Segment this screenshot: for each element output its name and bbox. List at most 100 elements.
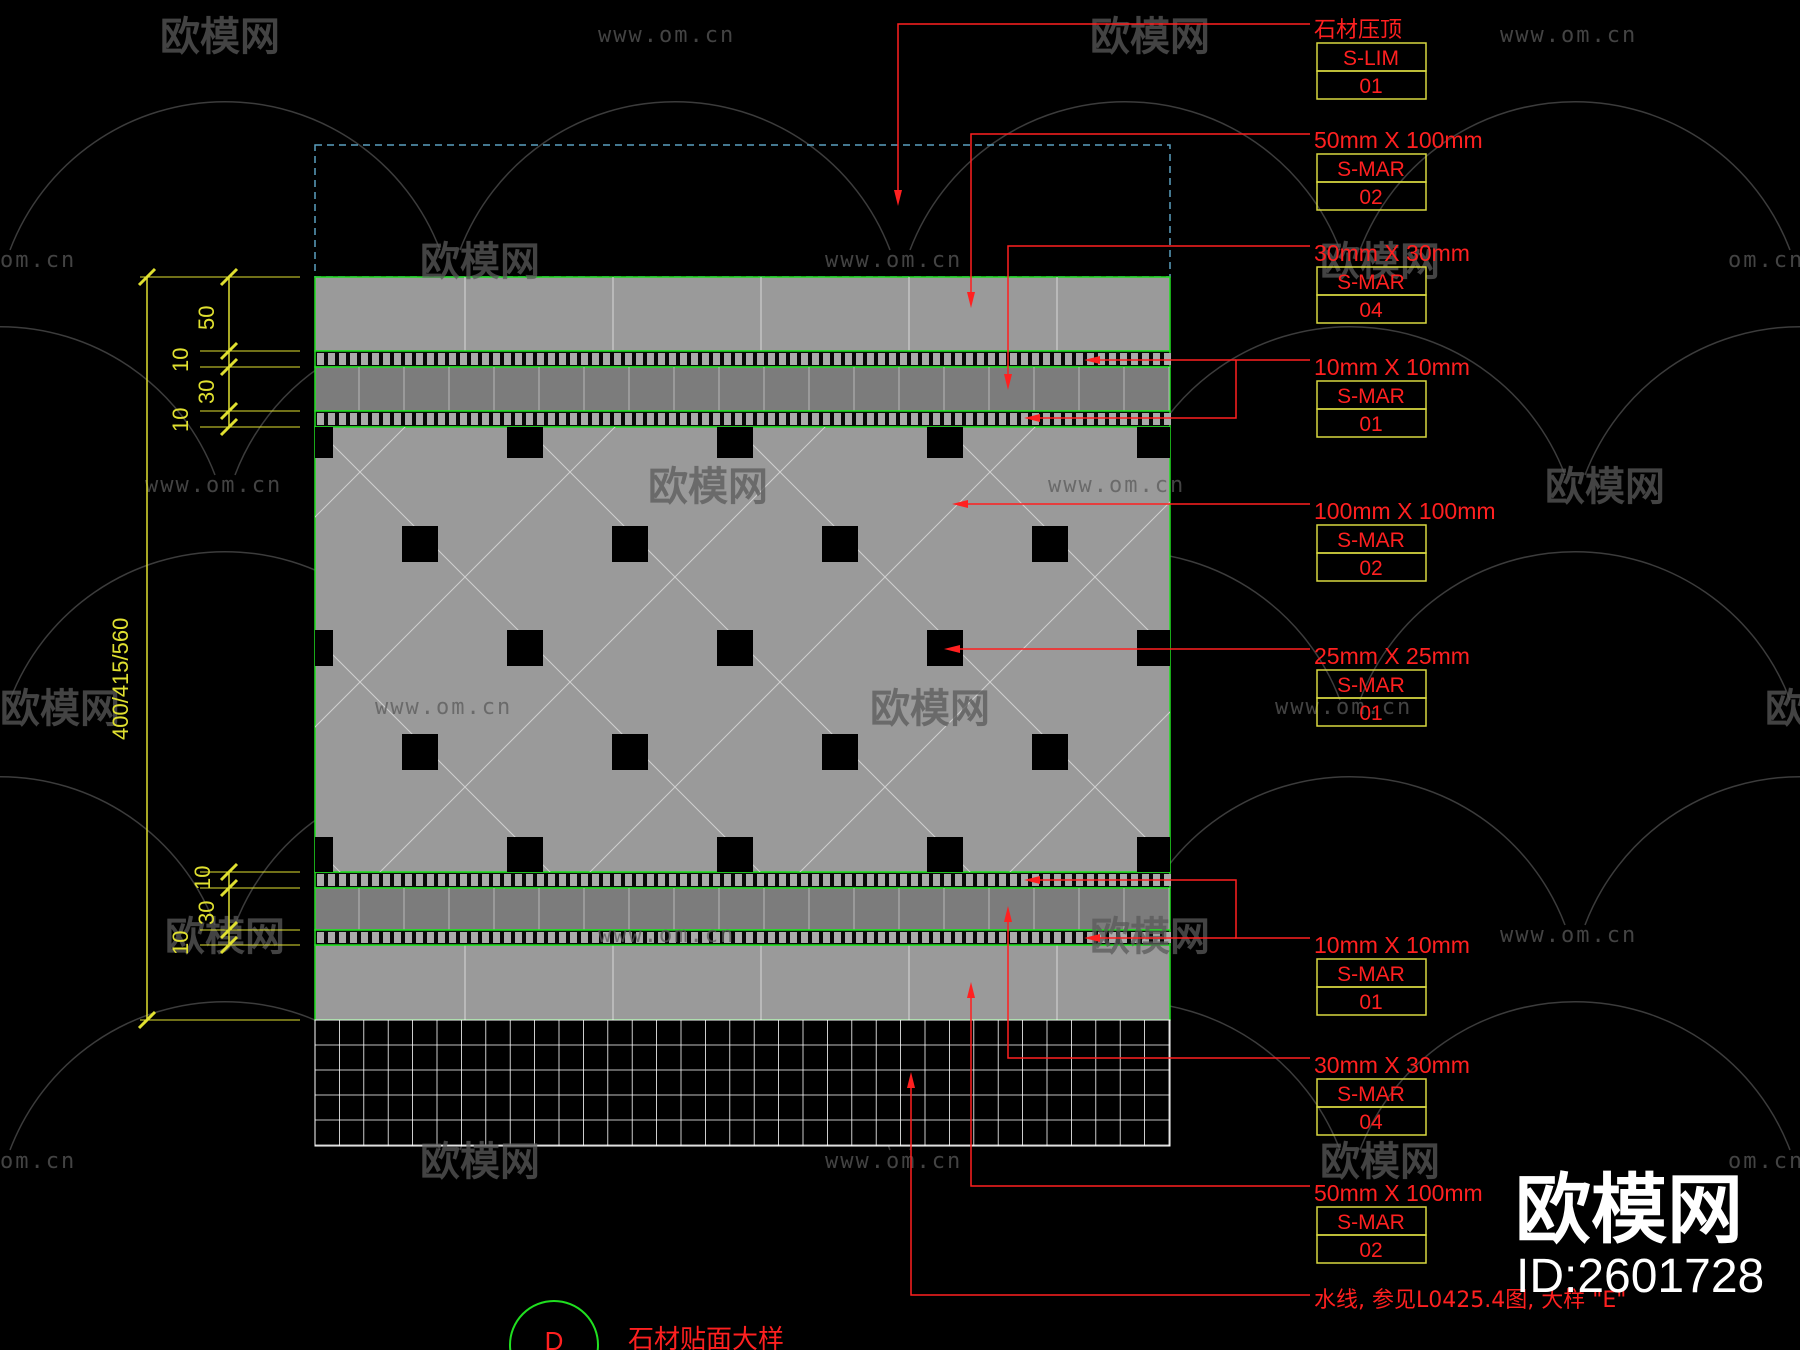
- mosaic-chip: [856, 874, 863, 886]
- diagonal-joint: [1795, 227, 1800, 927]
- leader-arrow: [1004, 374, 1012, 390]
- mosaic-chip: [889, 353, 896, 365]
- dimension-tick: [219, 417, 239, 437]
- mosaic-chip: [867, 932, 874, 943]
- mosaic-chip: [559, 353, 566, 365]
- diagonal-joint: [0, 227, 185, 927]
- callout-code: S-MAR: [1337, 674, 1405, 697]
- mosaic-chip: [1021, 353, 1028, 365]
- mosaic-chip: [603, 413, 610, 425]
- mosaic-chip: [955, 932, 962, 943]
- mosaic-chip: [438, 874, 445, 886]
- callout-num: 01: [1359, 991, 1382, 1014]
- insert-25x25: [315, 427, 333, 458]
- mosaic-chip: [691, 874, 698, 886]
- mosaic-chip: [955, 353, 962, 365]
- mosaic-chip: [471, 413, 478, 425]
- mosaic-chip: [405, 932, 412, 943]
- mosaic-chip: [823, 353, 830, 365]
- mosaic-chip: [735, 932, 742, 943]
- mosaic-chip: [746, 932, 753, 943]
- dimension-bottom-2: 30: [194, 901, 219, 925]
- bottom-grid-zone: [314, 1019, 1171, 1147]
- mosaic-chip: [922, 413, 929, 425]
- mosaic-chip: [636, 932, 643, 943]
- mosaic-chip: [482, 413, 489, 425]
- leader-line: [1007, 922, 1310, 1059]
- mosaic-chip: [812, 932, 819, 943]
- mosaic-chip: [757, 353, 764, 365]
- mosaic-chip: [669, 413, 676, 425]
- leader-arrow: [1084, 356, 1100, 364]
- mosaic-chip: [383, 932, 390, 943]
- mosaic-chip: [1109, 353, 1116, 365]
- mosaic-chip: [570, 353, 577, 365]
- mosaic-chip: [350, 353, 357, 365]
- insert-25x25: [612, 526, 648, 562]
- mosaic-chip: [647, 932, 654, 943]
- callout-box-num: [1316, 294, 1427, 324]
- mosaic-chip: [526, 413, 533, 425]
- callout-box-num: [1316, 552, 1427, 582]
- mosaic-chip: [933, 353, 940, 365]
- mosaic-chip: [999, 932, 1006, 943]
- callout-code: S-MAR: [1337, 271, 1405, 294]
- mosaic-chip: [746, 353, 753, 365]
- mosaic-chip: [1164, 413, 1171, 425]
- mosaic-chip: [1131, 353, 1138, 365]
- diagonal-joint: [1585, 227, 1800, 927]
- watermark-logo: 欧模网: [870, 686, 990, 732]
- mosaic-chip: [790, 874, 797, 886]
- insert-25x25: [822, 526, 858, 562]
- mosaic-chip: [878, 932, 885, 943]
- mosaic-chip: [977, 874, 984, 886]
- mosaic-chip: [460, 413, 467, 425]
- mosaic-chip: [515, 353, 522, 365]
- insert-25x25: [612, 734, 648, 770]
- mosaic-chip: [537, 932, 544, 943]
- callout-num: 04: [1359, 1111, 1383, 1134]
- mosaic-chip: [999, 353, 1006, 365]
- brand-name: 欧模网: [1515, 1165, 1743, 1254]
- mosaic-chip: [779, 874, 786, 886]
- mosaic-chip: [592, 932, 599, 943]
- mosaic-chip: [482, 932, 489, 943]
- mosaic-chip: [944, 413, 951, 425]
- leader-arrow: [967, 292, 975, 308]
- mosaic-chip: [966, 413, 973, 425]
- insert-25x25: [822, 734, 858, 770]
- mosaic-chip: [592, 353, 599, 365]
- mosaic-chip: [834, 413, 841, 425]
- mosaic-chip: [746, 874, 753, 886]
- callout-box-num: [1316, 181, 1427, 211]
- mosaic-chip: [955, 413, 962, 425]
- title-text: 石材贴面大样: [628, 1325, 784, 1350]
- mosaic-chip: [526, 874, 533, 886]
- mosaic-chip: [988, 353, 995, 365]
- mosaic-chip: [680, 874, 687, 886]
- mosaic-chip: [1153, 413, 1160, 425]
- mosaic-chip: [713, 353, 720, 365]
- mosaic-chip: [438, 353, 445, 365]
- watermark-url: www.om.cn: [1500, 923, 1637, 948]
- mosaic-chip: [1098, 413, 1105, 425]
- mosaic-chip: [702, 874, 709, 886]
- leader-line: [1007, 245, 1310, 382]
- watermark-url: www.om.cn: [1275, 695, 1412, 720]
- mosaic-chip: [1054, 353, 1061, 365]
- watermark-logo: 欧模网: [1320, 239, 1440, 285]
- mosaic-chip: [548, 413, 555, 425]
- mosaic-chip: [713, 874, 720, 886]
- mosaic-chip: [504, 413, 511, 425]
- mosaic-chip: [449, 413, 456, 425]
- mosaic-chip: [757, 874, 764, 886]
- mosaic-chip: [878, 413, 885, 425]
- mosaic-chip: [636, 353, 643, 365]
- mosaic-chip: [1010, 932, 1017, 943]
- mosaic-chip: [350, 874, 357, 886]
- mosaic-chip: [570, 413, 577, 425]
- mosaic-chip: [372, 353, 379, 365]
- insert-25x25: [1137, 837, 1170, 872]
- mosaic-chip: [1076, 413, 1083, 425]
- mosaic-chip: [856, 932, 863, 943]
